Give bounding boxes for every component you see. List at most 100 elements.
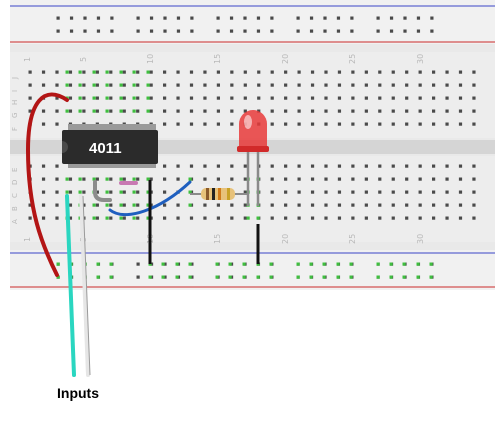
breadboard-hole	[41, 190, 46, 194]
breadboard-hole	[405, 70, 409, 74]
breadboard-hole	[351, 96, 355, 100]
connected-hole	[78, 83, 82, 87]
breadboard-hole	[324, 216, 328, 220]
breadboard-hole	[216, 177, 220, 181]
breadboard-hole	[445, 177, 449, 181]
breadboard-hole	[243, 109, 247, 113]
connected-hole	[376, 262, 380, 266]
connected-hole	[188, 262, 192, 266]
breadboard-hole	[418, 164, 422, 168]
connected-hole	[119, 203, 123, 207]
breadboard-hole	[230, 216, 234, 220]
red-wire[interactable]	[25, 92, 69, 277]
rail-hole	[256, 16, 261, 20]
connected-hole	[65, 109, 69, 113]
breadboard-hole	[55, 96, 59, 100]
breadboard-hole	[203, 177, 207, 181]
cyan-input-wire[interactable]	[65, 194, 76, 377]
white-input-wire[interactable]	[79, 194, 90, 377]
connected-hole	[109, 275, 113, 279]
breadboard-hole	[230, 109, 234, 113]
breadboard-hole	[432, 177, 436, 181]
breadboard-hole	[149, 177, 153, 181]
connected-hole	[256, 216, 260, 220]
breadboard-hole	[458, 109, 463, 113]
connected-hole	[148, 275, 152, 279]
ic-4011[interactable]: 4011	[62, 124, 158, 168]
gray-jumper-wire[interactable]	[93, 180, 112, 202]
breadboard-hole	[28, 96, 32, 100]
breadboard-hole	[136, 190, 140, 194]
connected-hole	[146, 70, 150, 74]
connected-hole	[188, 275, 192, 279]
rail-hole	[190, 29, 194, 33]
breadboard-hole	[310, 70, 315, 74]
breadboard-hole	[418, 83, 422, 87]
breadboard-hole	[163, 109, 167, 113]
resistor[interactable]	[190, 188, 248, 200]
breadboard-hole	[391, 216, 395, 220]
breadboard-hole	[432, 122, 436, 126]
rail-hole	[216, 16, 220, 20]
breadboard-hole	[163, 83, 167, 87]
rail-hole	[176, 29, 181, 33]
breadboard-hole	[284, 216, 288, 220]
resistor-band-1	[206, 188, 209, 200]
breadboard-hole	[55, 164, 59, 168]
breadboard-hole	[284, 96, 288, 100]
breadboard-hole	[68, 96, 73, 100]
breadboard-hole	[284, 164, 288, 168]
breadboard-hole	[243, 96, 247, 100]
breadboard-hole	[378, 177, 382, 181]
rail-hole	[190, 16, 194, 20]
breadboard-hole	[472, 122, 476, 126]
row-letter-b: B	[11, 206, 19, 211]
breadboard-hole	[243, 190, 247, 194]
breadboard-hole	[432, 96, 436, 100]
rail-hole	[389, 16, 394, 20]
breadboard-hole	[405, 203, 409, 207]
breadboard-hole	[337, 96, 342, 100]
breadboard-hole	[351, 203, 355, 207]
connected-hole	[215, 275, 219, 279]
breadboard-hole	[203, 122, 207, 126]
rail-hole	[243, 29, 247, 33]
breadboard-hole	[270, 216, 274, 220]
breadboard-hole	[432, 190, 436, 194]
red-led[interactable]	[237, 110, 269, 206]
breadboard-hole	[149, 70, 153, 74]
connected-hole	[146, 83, 150, 87]
breadboard-hole	[445, 203, 449, 207]
connected-hole	[246, 216, 250, 220]
breadboard-hole	[41, 83, 46, 87]
connected-hole	[92, 203, 96, 207]
breadboard-hole	[257, 96, 261, 100]
breadboard-hole	[243, 83, 247, 87]
breadboard-hole	[122, 190, 126, 194]
breadboard-hole	[82, 109, 86, 113]
breadboard-hole	[432, 70, 436, 74]
breadboard-hole	[324, 190, 328, 194]
breadboard-hole	[95, 83, 99, 87]
blue-wire[interactable]	[108, 180, 192, 217]
breadboard-hole	[122, 83, 126, 87]
ic-body	[62, 130, 158, 164]
breadboard-hole	[405, 96, 409, 100]
breadboard-hole	[472, 190, 476, 194]
breadboard-hole	[391, 83, 395, 87]
rail-hole	[403, 16, 407, 20]
breadboard-hole	[230, 164, 234, 168]
rail-hole	[296, 16, 300, 20]
rail-hole	[323, 29, 327, 33]
breadboard-hole	[351, 164, 355, 168]
breadboard-hole	[324, 96, 328, 100]
breadboard-hole	[391, 122, 395, 126]
breadboard-hole	[445, 83, 449, 87]
breadboard-hole	[176, 70, 180, 74]
breadboard-hole	[216, 70, 220, 74]
breadboard-hole	[203, 216, 207, 220]
rail-hole	[270, 16, 274, 20]
breadboard-hole	[391, 96, 395, 100]
row-letter-g: G	[11, 113, 19, 118]
row-letter-h: H	[11, 100, 19, 105]
